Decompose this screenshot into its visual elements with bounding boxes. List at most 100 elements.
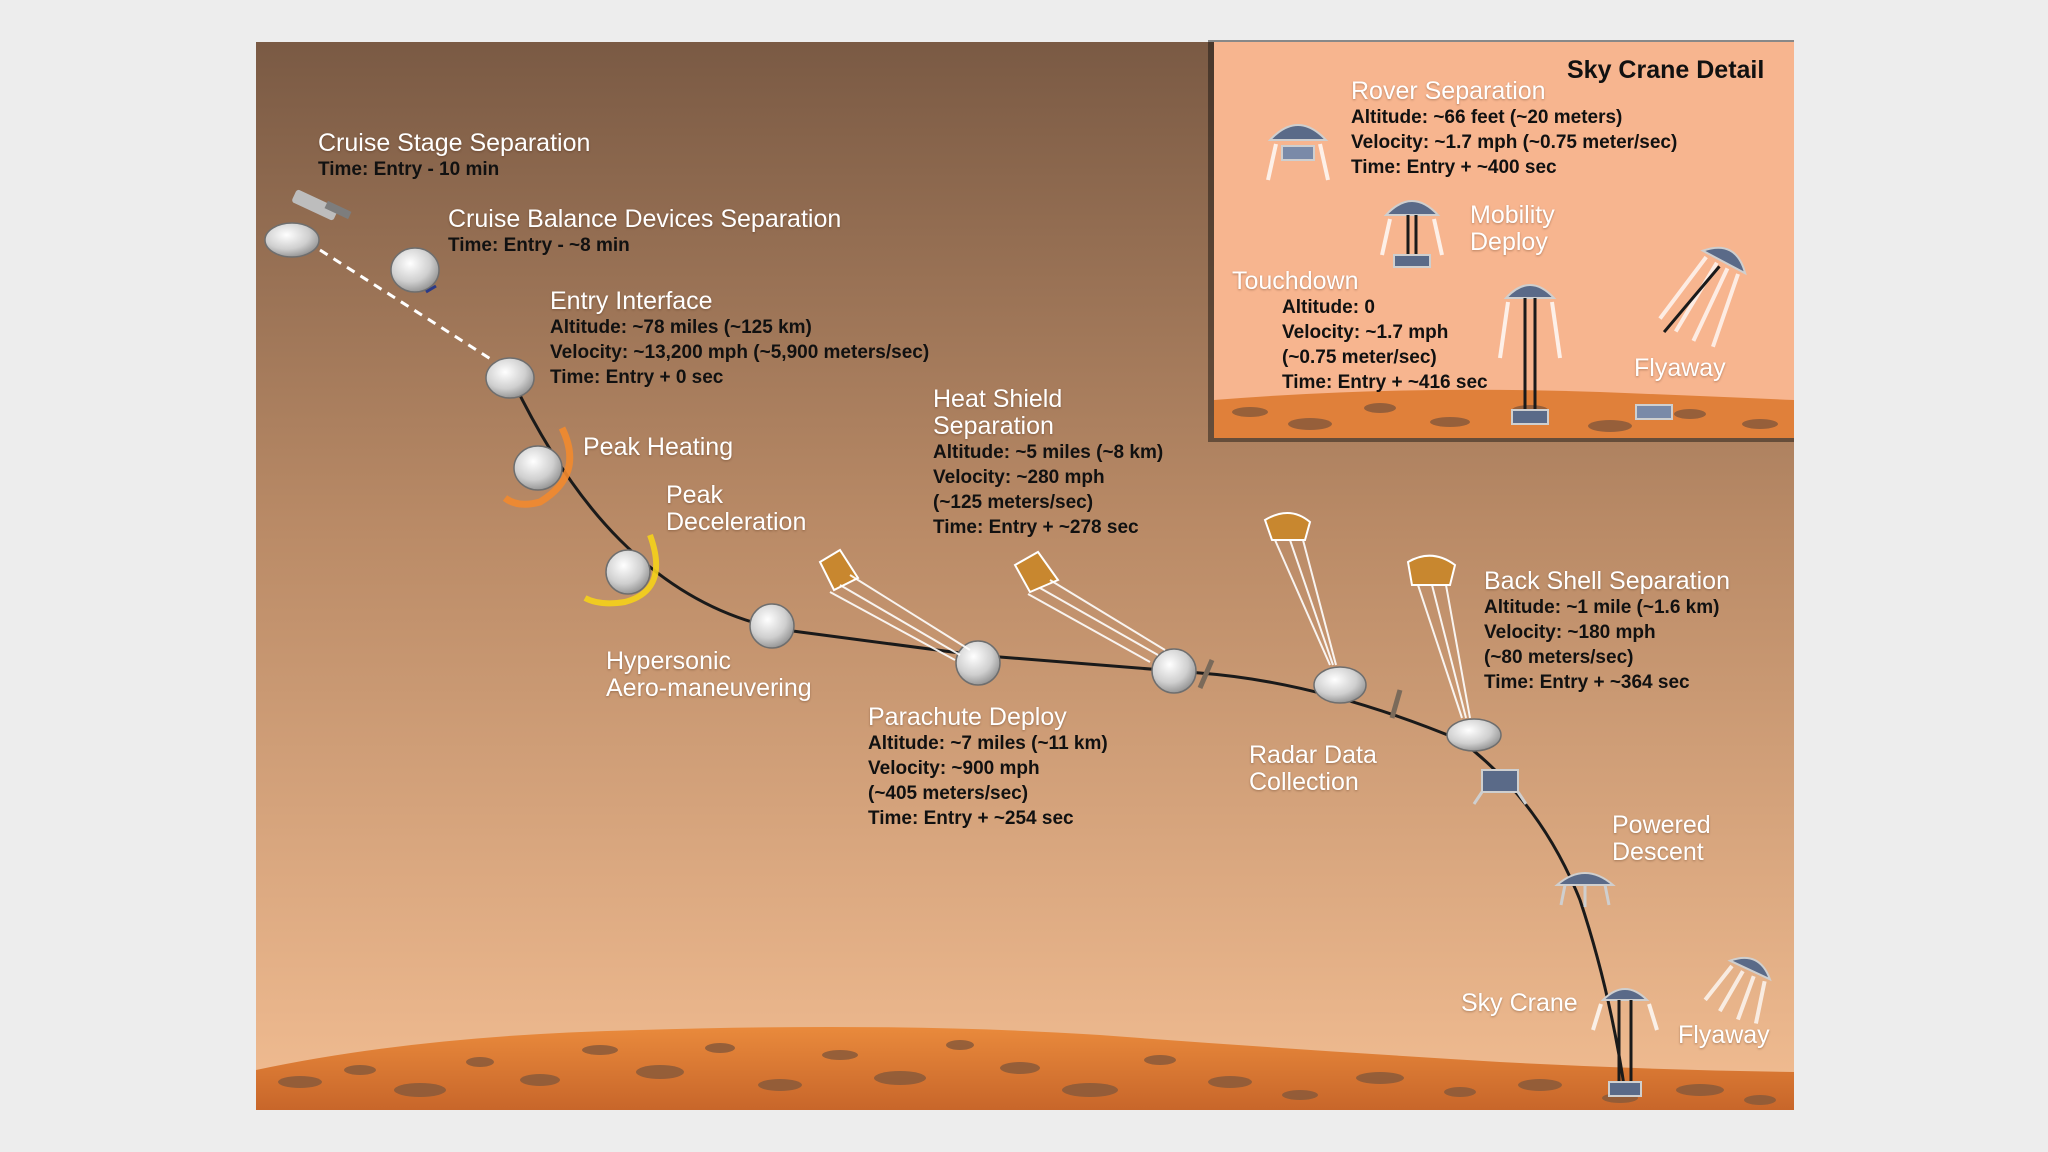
capsule-hypersonic-icon (749, 603, 795, 649)
event-time: Time: Entry + ~278 sec (933, 517, 1139, 538)
event-title-line2: Descent (1612, 838, 1704, 866)
inset-rover-on-ground-icon (1635, 404, 1673, 420)
event-altitude: Altitude: ~7 miles (~11 km) (868, 733, 1108, 754)
label-flyaway: Flyaway (1678, 1022, 1770, 1049)
capsule-balance-icon (390, 247, 440, 293)
sky-crane-icon (1591, 988, 1659, 1097)
capsule-heatshield-icon (1151, 648, 1197, 694)
inset-event-time: Time: Entry + ~416 sec (1282, 372, 1488, 393)
inset-label-touchdown: Touchdown (1232, 268, 1358, 295)
inset-event-velocity: Velocity: ~1.7 mph (1282, 322, 1449, 343)
label-cruise-balance-devices-separation: Cruise Balance Devices Separation Time: … (448, 206, 841, 258)
event-velocity: Velocity: ~180 mph (1484, 622, 1656, 643)
event-title-line1: Heat Shield (933, 385, 1063, 413)
heat-shield-icon (1197, 659, 1215, 689)
heating-glow-icon (502, 426, 574, 508)
event-title-line1: Hypersonic (606, 647, 732, 675)
sky-crane-inset-panel (1208, 40, 1794, 442)
event-title: Peak Heating (583, 433, 734, 461)
event-altitude: Altitude: ~5 miles (~8 km) (933, 442, 1164, 463)
event-velocity-metric: (~405 meters/sec) (868, 783, 1029, 804)
parachute-radar-icon (1263, 512, 1337, 666)
label-entry-interface: Entry Interface Altitude: ~78 miles (~12… (550, 288, 929, 390)
event-title: Entry Interface (550, 287, 713, 315)
label-back-shell-separation: Back Shell Separation Altitude: ~1 mile … (1484, 568, 1730, 695)
capsule-parachute-icon (955, 640, 1001, 686)
event-title-line2: Deceleration (666, 508, 807, 536)
capsule-peak-decel-icon (605, 549, 651, 595)
inset-event-altitude: Altitude: 0 (1282, 297, 1375, 318)
parachute-heatshield-icon (1013, 550, 1166, 663)
inset-event-velocity: Velocity: ~1.7 mph (~0.75 meter/sec) (1351, 132, 1678, 153)
event-title-line2: Aero-maneuvering (606, 674, 812, 702)
event-velocity: Velocity: ~900 mph (868, 758, 1040, 779)
label-hypersonic-aero-maneuvering: Hypersonic Aero-maneuvering (606, 648, 812, 702)
event-altitude: Altitude: ~1 mile (~1.6 km) (1484, 597, 1720, 618)
deceleration-glow-icon (583, 533, 660, 607)
event-title: Flyaway (1678, 1021, 1770, 1049)
balance-device-icon (425, 284, 437, 294)
inset-event-velocity-metric: (~0.75 meter/sec) (1282, 347, 1437, 368)
parachute-icons (818, 512, 1471, 719)
event-altitude: Altitude: ~78 miles (~125 km) (550, 317, 812, 338)
event-title: Cruise Stage Separation (318, 129, 591, 157)
inset-label-mobility-deploy: Mobility Deploy (1470, 202, 1555, 256)
back-shell-piece-icon (1389, 689, 1403, 719)
event-title-line2: Separation (933, 412, 1054, 440)
label-parachute-deploy: Parachute Deploy Altitude: ~7 miles (~11… (868, 704, 1108, 831)
powered-descent-icon (1554, 872, 1616, 907)
event-title-line1: Peak (666, 481, 723, 509)
inset-rover-separation-icon (1266, 124, 1330, 181)
inset-label-flyaway: Flyaway (1634, 355, 1726, 382)
label-powered-descent: Powered Descent (1612, 812, 1711, 866)
inset-event-title-line1: Mobility (1470, 201, 1555, 229)
event-time: Time: Entry + 0 sec (550, 367, 724, 388)
ground-rocks (278, 1040, 1776, 1105)
label-heat-shield-separation: Heat Shield Separation Altitude: ~5 mile… (933, 386, 1163, 540)
capsule-backshell-icon (1446, 718, 1502, 752)
inset-title: Sky Crane Detail (1567, 56, 1765, 84)
event-time: Time: Entry + ~364 sec (1484, 672, 1690, 693)
inset-label-touchdown-details: Altitude: 0 Velocity: ~1.7 mph (~0.75 me… (1282, 295, 1488, 395)
capsule-peak-heating-icon (513, 445, 563, 491)
event-velocity: Velocity: ~280 mph (933, 467, 1105, 488)
rover-descent-icon (1472, 769, 1528, 805)
inset-event-title: Touchdown (1232, 267, 1359, 295)
inset-event-title-line2: Deploy (1470, 228, 1548, 256)
capsule-radar-icon (1313, 666, 1367, 704)
event-time: Time: Entry - 10 min (318, 159, 500, 180)
inset-event-title: Flyaway (1634, 354, 1726, 382)
event-title: Parachute Deploy (868, 703, 1067, 731)
event-time: Time: Entry - ~8 min (448, 235, 630, 256)
inset-event-title: Rover Separation (1351, 77, 1546, 105)
parachute-backshell-icon (1406, 554, 1471, 719)
inset-mobility-deploy-icon (1380, 200, 1444, 268)
cruise-stage-icon (292, 189, 352, 221)
event-velocity-metric: (~80 meters/sec) (1484, 647, 1634, 668)
capsule-entry-icon (485, 357, 535, 399)
label-cruise-stage-separation: Cruise Stage Separation Time: Entry - 10… (318, 130, 590, 182)
event-title: Back Shell Separation (1484, 567, 1730, 595)
inset-event-time: Time: Entry + ~400 sec (1351, 157, 1557, 178)
parachute-deploy-icon (818, 548, 971, 661)
cruise-trajectory (319, 248, 501, 367)
label-sky-crane: Sky Crane (1461, 990, 1578, 1017)
inset-figures (1266, 124, 1747, 425)
inset-event-altitude: Altitude: ~66 feet (~20 meters) (1351, 107, 1623, 128)
flyaway-main-icon (1703, 956, 1772, 1024)
event-title: Sky Crane (1461, 989, 1578, 1017)
label-peak-deceleration: Peak Deceleration (666, 482, 806, 536)
event-title-line1: Radar Data (1249, 741, 1377, 769)
inset-touchdown-icon (1498, 284, 1562, 425)
event-title: Cruise Balance Devices Separation (448, 205, 842, 233)
capsule-cruise-icon (264, 222, 320, 258)
inset-label-rover-separation: Rover Separation Altitude: ~66 feet (~20… (1351, 78, 1677, 180)
event-velocity: Velocity: ~13,200 mph (~5,900 meters/sec… (550, 342, 930, 363)
label-peak-heating: Peak Heating (583, 434, 733, 461)
event-time: Time: Entry + ~254 sec (868, 808, 1074, 829)
event-title-line2: Collection (1249, 768, 1359, 796)
label-radar-data-collection: Radar Data Collection (1249, 742, 1377, 796)
event-velocity-metric: (~125 meters/sec) (933, 492, 1094, 513)
